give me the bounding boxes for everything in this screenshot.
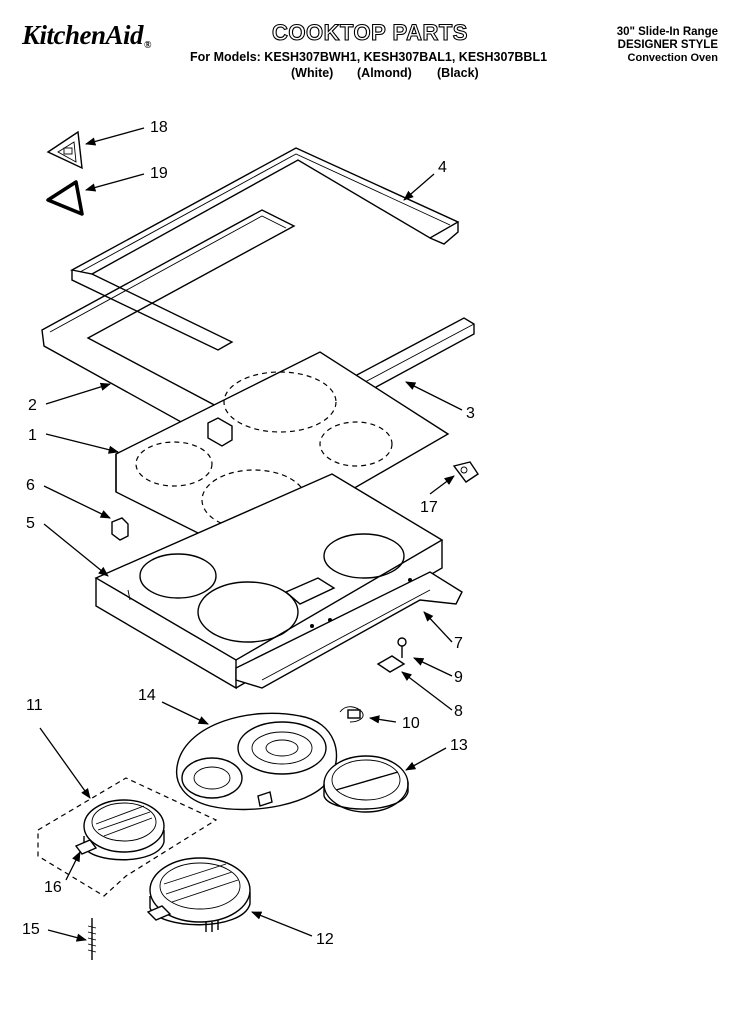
callout-3: 3 [466, 405, 475, 422]
page-title: COOKTOP PARTS [271, 19, 468, 45]
color-almond: (Almond) [357, 66, 412, 80]
part-19-corner-trim [46, 180, 84, 216]
callout-6: 6 [26, 477, 35, 494]
product-line-1: 30" Slide-In Range [616, 26, 718, 38]
callout-4: 4 [438, 159, 447, 176]
callout-12: 12 [316, 931, 334, 948]
part-17-terminal [452, 461, 479, 483]
callout-14: 14 [138, 687, 156, 704]
product-line-2: DESIGNER STYLE [617, 39, 718, 51]
callout-18: 18 [150, 119, 168, 136]
callout-8: 8 [454, 703, 463, 720]
callout-1: 1 [28, 427, 37, 444]
part-5-burner-box [94, 473, 444, 690]
part-6-clip [111, 517, 129, 541]
part-8-bracket [376, 655, 406, 673]
leader-lines [39, 127, 463, 942]
brand-logo: KitchenAid® [22, 20, 152, 51]
callout-13: 13 [450, 737, 468, 754]
part-18-trim-clip [46, 130, 83, 170]
brand-name: KitchenAid [22, 20, 144, 50]
callout-15: 15 [22, 921, 40, 938]
part-7-bracket [235, 571, 463, 689]
color-black: (Black) [437, 66, 479, 80]
part-11-assembly [37, 777, 218, 897]
brand-registered-mark: ® [144, 40, 152, 51]
part-14-dual-element [176, 712, 338, 811]
callout-5: 5 [26, 515, 35, 532]
callout-2: 2 [28, 397, 37, 414]
part-4-frame [69, 147, 460, 351]
part-12-element [146, 857, 251, 932]
part-9-screw [397, 637, 407, 658]
part-15-spring [87, 918, 97, 960]
callout-16: 16 [44, 879, 62, 896]
part-13-ring [323, 755, 409, 813]
callout-10: 10 [402, 715, 420, 732]
callout-17: 17 [420, 499, 438, 516]
callout-7: 7 [454, 635, 463, 652]
product-line-3: Convection Oven [627, 52, 718, 64]
part-10-connector [339, 706, 364, 723]
model-numbers: For Models: KESH307BWH1, KESH307BAL1, KE… [190, 50, 548, 64]
callout-19: 19 [150, 165, 168, 182]
callout-11: 11 [26, 697, 43, 714]
color-white: (White) [291, 66, 334, 80]
callout-9: 9 [454, 669, 463, 686]
